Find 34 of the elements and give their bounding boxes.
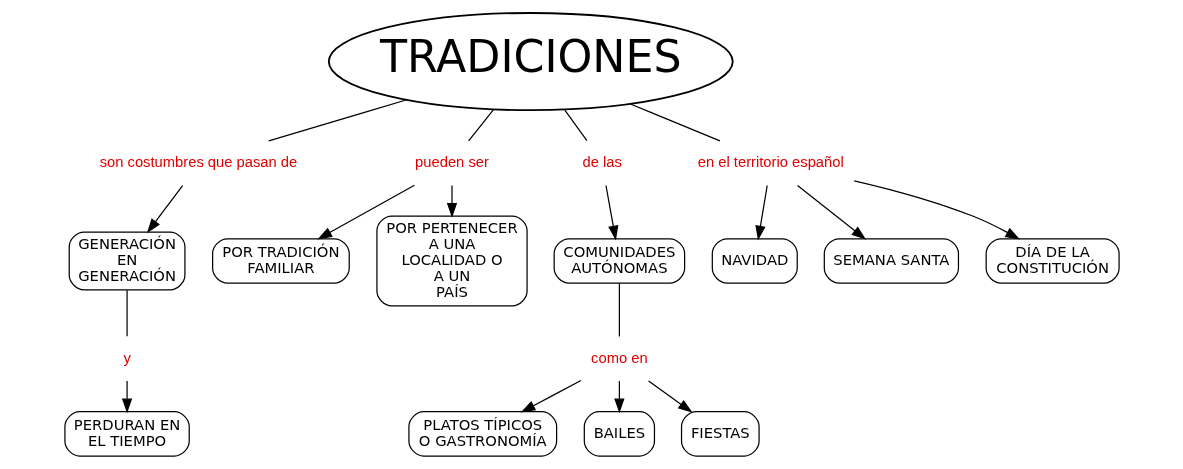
arrow <box>446 184 457 218</box>
node-box: NAVIDAD <box>711 238 798 284</box>
connector <box>618 282 620 338</box>
node-box: POR TRADICIÓN FAMILIAR <box>211 238 350 284</box>
arrow <box>853 180 1020 240</box>
node-box: PLATOS TÍPICOS O GASTRONOMÍA <box>407 411 557 457</box>
node-box: FIESTAS <box>680 411 760 457</box>
connector <box>125 289 128 337</box>
arrow <box>604 184 618 241</box>
connector <box>563 109 587 142</box>
connector <box>629 103 720 142</box>
node-box: POR PERTENECER A UNA LOCALIDAD O A UN PAÍS <box>375 215 528 307</box>
node-ellipse: TRADICIONES <box>327 12 734 112</box>
node-text: en el territorio español <box>697 153 844 170</box>
arrow <box>754 184 768 241</box>
arrow <box>316 184 415 240</box>
node-box: GENERACIÓN EN GENERACIÓN <box>68 231 186 291</box>
node-box: SEMANA SANTA <box>823 238 959 284</box>
node-box: PERDURAN EN EL TIEMPO <box>63 411 190 457</box>
node-text: pueden ser <box>414 153 489 170</box>
arrow <box>647 380 693 413</box>
node-text: como en <box>590 349 648 366</box>
arrow <box>121 380 132 414</box>
node-text: son costumbres que pasan de <box>99 153 297 170</box>
node-text: y <box>122 349 131 366</box>
node-box: DÍA DE LA CONSTITUCIÓN <box>985 238 1120 284</box>
arrow <box>520 379 582 413</box>
connector <box>267 99 407 142</box>
connector <box>467 108 494 142</box>
node-box: BAILES <box>583 411 655 457</box>
arrow <box>146 184 183 234</box>
node-box: COMUNIDADES AUTÓNOMAS <box>553 238 685 284</box>
arrow <box>796 184 866 240</box>
node-text: de las <box>581 153 622 170</box>
